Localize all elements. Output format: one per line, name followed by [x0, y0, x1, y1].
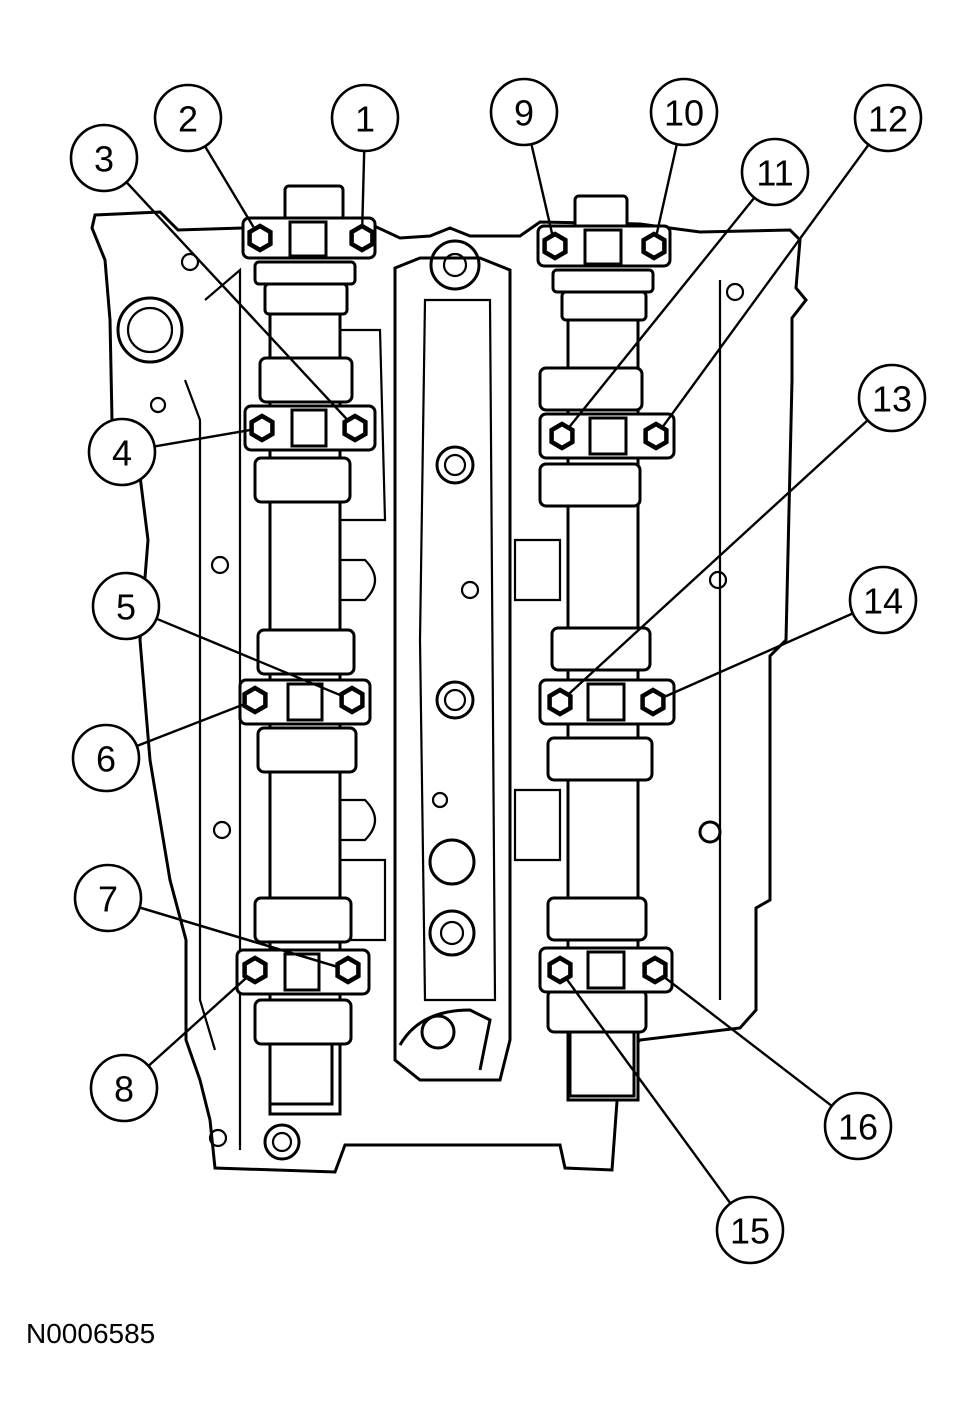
- callout-circle: [823, 1091, 893, 1161]
- bolt-hex-11: [549, 421, 575, 451]
- bolt-hex-9: [542, 231, 568, 261]
- bolt-hex-6: [242, 685, 268, 715]
- bolt-hex-10: [641, 231, 667, 261]
- callout-circle: [89, 1053, 159, 1123]
- callout-circle: [853, 83, 923, 153]
- leader-line-14: [661, 612, 854, 699]
- callout-13: 13: [857, 363, 927, 433]
- leader-line-12: [660, 143, 870, 429]
- leader-line-1: [361, 150, 366, 229]
- bolt-hex-4: [249, 413, 275, 443]
- leader-line-2: [203, 145, 256, 231]
- callout-2: 2: [153, 83, 223, 153]
- bolt-hex-14: [640, 687, 666, 717]
- callout-5: 5: [91, 571, 161, 641]
- bolt-hex-5: [339, 685, 365, 715]
- bolt-hex-16: [642, 955, 668, 985]
- callout-circle: [330, 83, 400, 153]
- bolt-hex-7: [335, 955, 361, 985]
- bolt-hex-8: [242, 955, 268, 985]
- callout-label: 15: [730, 1211, 770, 1252]
- callout-12: 12: [853, 83, 923, 153]
- callout-label: 12: [868, 99, 908, 140]
- leader-line-15: [564, 977, 732, 1205]
- callout-circle: [91, 571, 161, 641]
- callout-label: 14: [863, 581, 903, 622]
- callout-label: 3: [94, 139, 114, 180]
- callout-circle: [715, 1195, 785, 1265]
- bolt-hex-12: [643, 421, 669, 451]
- callout-6: 6: [71, 723, 141, 793]
- leader-line-7b: [139, 906, 339, 969]
- figure-reference-id: N0006585: [26, 1318, 156, 1349]
- leader-line-16: [662, 975, 833, 1107]
- callout-7: 7: [73, 863, 143, 933]
- leader-line-10: [655, 143, 678, 237]
- leader-line-5: [156, 617, 344, 698]
- callout-label: 11: [756, 153, 793, 194]
- callout-label: 6: [96, 739, 116, 780]
- bolt-hex-3: [342, 413, 368, 443]
- callout-label: 5: [116, 587, 136, 628]
- callout-15: 15: [715, 1195, 785, 1265]
- callout-circle: [69, 123, 139, 193]
- bolt-group: [242, 223, 669, 985]
- callout-9: 9: [489, 77, 559, 147]
- callout-label: 1: [355, 99, 375, 140]
- callout-10: 10: [649, 77, 719, 147]
- callout-3: 3: [69, 123, 139, 193]
- callout-11: 11: [740, 137, 810, 207]
- callout-circle: [740, 137, 810, 207]
- callout-label: 7: [98, 879, 118, 920]
- leader-line-3: [125, 181, 350, 422]
- leader-line-8: [147, 975, 249, 1067]
- callout-label: 13: [872, 379, 912, 420]
- bolt-hex-2: [247, 223, 273, 253]
- leader-lines: [125, 143, 870, 1205]
- callout-circle: [489, 77, 559, 147]
- callout-label: 16: [838, 1107, 878, 1148]
- callout-14: 14: [848, 565, 918, 635]
- callout-circle: [71, 723, 141, 793]
- cylinder-head-drawing: [90, 210, 808, 1174]
- bolt-hex-15: [547, 955, 573, 985]
- bolt-hex-1: [349, 223, 375, 253]
- callout-4: 4: [87, 417, 157, 487]
- callout-circle: [87, 417, 157, 487]
- leader-line-11: [567, 196, 756, 429]
- callout-16: 16: [823, 1091, 893, 1161]
- leader-line-4: [154, 428, 253, 448]
- callout-circle: [857, 363, 927, 433]
- callout-label: 9: [514, 93, 534, 134]
- callout-8: 8: [89, 1053, 159, 1123]
- callout-label: 2: [178, 99, 198, 140]
- bolt-hex-13: [547, 687, 573, 717]
- callout-circle: [649, 77, 719, 147]
- leader-line-6: [136, 702, 247, 748]
- callout-label: 8: [114, 1069, 134, 1110]
- callout-label: 4: [112, 433, 132, 474]
- leader-line-9: [530, 143, 554, 237]
- leader-line-13: [566, 419, 869, 697]
- callout-circle: [73, 863, 143, 933]
- callout-circle: [153, 83, 223, 153]
- callout-1: 1: [330, 83, 400, 153]
- callout-label: 10: [664, 93, 704, 134]
- callout-circle: [848, 565, 918, 635]
